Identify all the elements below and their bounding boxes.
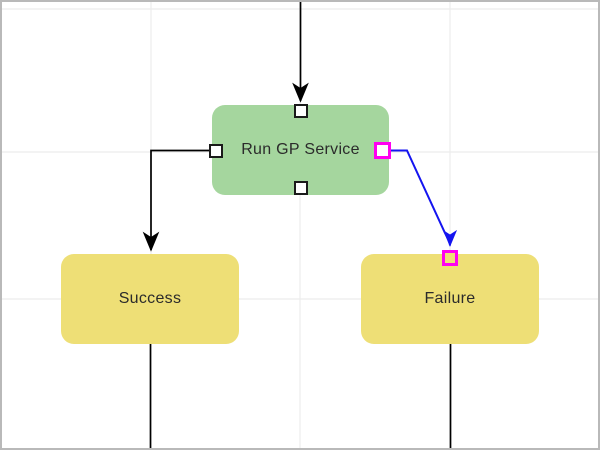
node-failure[interactable] — [361, 254, 539, 344]
edge-run-gp-service-to-success[interactable] — [142, 149, 209, 252]
node-success[interactable] — [61, 254, 239, 344]
port-handle-left[interactable] — [209, 143, 223, 158]
port-handle-bottom[interactable] — [294, 181, 308, 195]
port-handle-failure-top-active[interactable] — [442, 250, 458, 266]
port-handle-right-active[interactable] — [374, 142, 391, 159]
edge-run-gp-service-to-failure[interactable] — [391, 149, 458, 247]
port-handle-top[interactable] — [294, 104, 308, 118]
node-run-gp-service[interactable] — [212, 105, 389, 195]
